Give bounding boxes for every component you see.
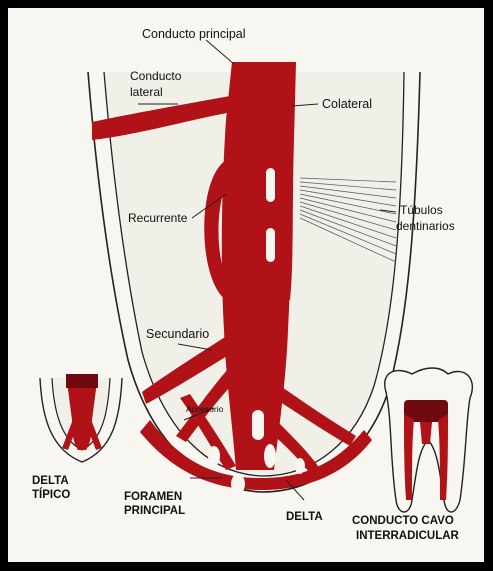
label-foramen-1: FORAMEN — [124, 491, 182, 503]
label-conducto-lateral-2: lateral — [130, 85, 163, 99]
label-secundario: Secundario — [146, 327, 209, 341]
label-cavo-1: CONDUCTO CAVO — [352, 515, 454, 527]
label-conducto-lateral-1: Conducto — [130, 69, 182, 83]
label-foramen-2: PRINCIPAL — [124, 505, 185, 517]
label-delta: DELTA — [286, 511, 323, 523]
label-cavo-2: INTERRADICULAR — [356, 530, 460, 542]
label-conducto-principal: Conducto principal — [142, 27, 246, 41]
label-tubulos-2: dentinarios — [396, 219, 455, 233]
label-recurrente: Recurrente — [128, 211, 188, 225]
label-delta-tipico-1: DELTA — [32, 475, 69, 487]
label-delta-tipico-2: TÍPICO — [32, 488, 70, 501]
label-tubulos-1: Túbulos — [400, 203, 443, 217]
label-accesorio: Accesorio — [186, 404, 224, 414]
label-colateral: Colateral — [322, 97, 372, 111]
